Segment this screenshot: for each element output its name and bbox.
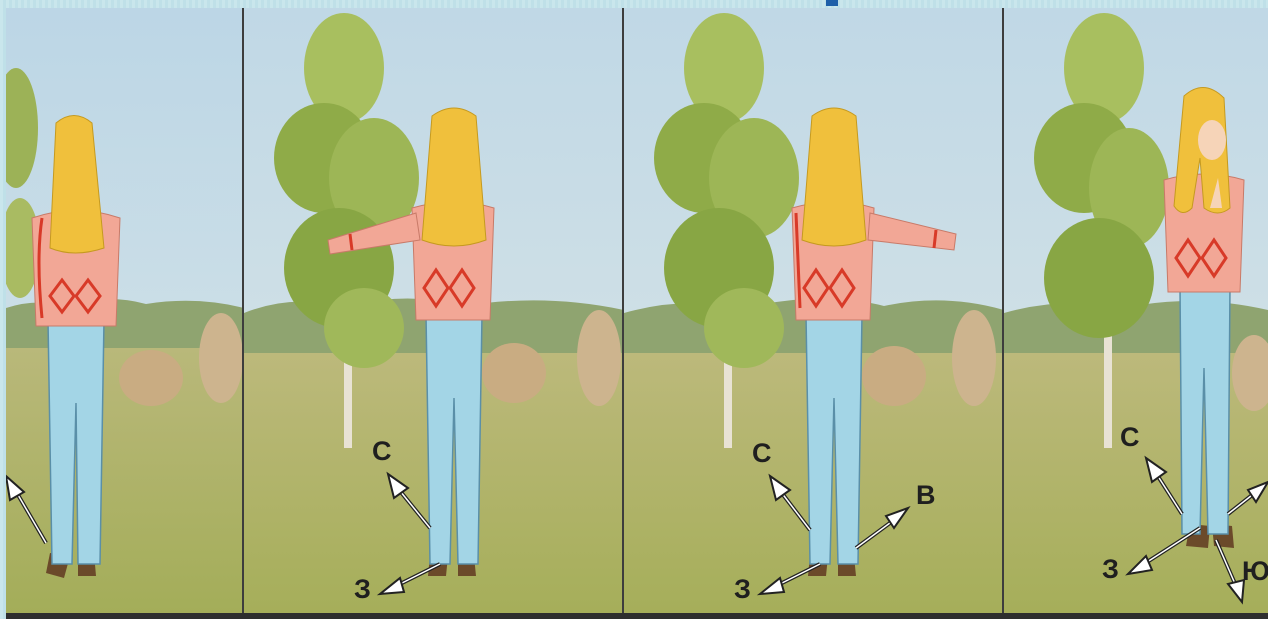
compass-letter-west: З [1102,556,1119,583]
panel-4-scene [1004,8,1268,619]
bush [577,310,621,406]
bush [199,313,243,403]
panel-3-scene [624,8,1004,619]
panel-2-scene [244,8,624,619]
bottom-border [6,613,1268,619]
top-accent [826,0,838,6]
bush [952,310,996,406]
compass-letter-west: З [354,576,371,603]
panel-1 [6,8,244,619]
compass-letter-north: С [372,438,392,465]
illustration-strip: С З [6,8,1268,619]
compass-letter-north: С [752,440,772,467]
bush [482,343,546,403]
panel-1-scene [6,8,244,619]
panel-3: С З В [624,8,1004,619]
panel-2: С З [244,8,624,619]
compass-letter-south: Ю [1242,558,1268,585]
bush [119,350,183,406]
compass-letter-east: В [916,482,936,509]
compass-letter-north: С [1120,424,1140,451]
compass-letter-west: З [734,576,751,603]
panel-4: С З Ю [1004,8,1268,619]
bush [862,346,926,406]
